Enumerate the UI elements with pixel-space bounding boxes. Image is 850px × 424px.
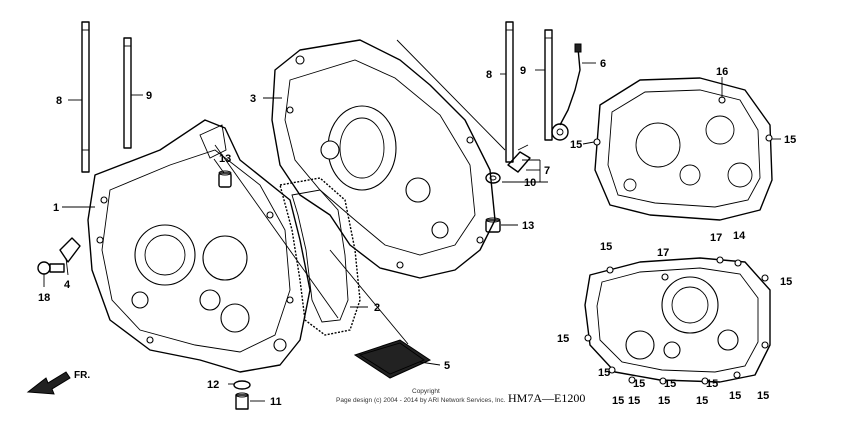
- callout-17-a: 17: [657, 247, 669, 259]
- cover-gasket-16[interactable]: [593, 77, 773, 221]
- callout-15: 15: [658, 395, 670, 407]
- callout-10: 10: [524, 177, 536, 189]
- callout-13-left: 13: [219, 153, 231, 165]
- callout-15: 15: [600, 241, 612, 253]
- stud-bolt-left-8[interactable]: [81, 21, 90, 173]
- callout-9-left: 9: [146, 90, 152, 102]
- left-crankcase[interactable]: [87, 119, 311, 373]
- callout-8-right: 8: [486, 69, 492, 81]
- callout-4: 4: [64, 279, 71, 291]
- callout-11: 11: [270, 396, 282, 408]
- callout-8-left: 8: [56, 95, 62, 107]
- crankcase-gasket-2[interactable]: [279, 177, 361, 336]
- callout-15: 15: [612, 395, 624, 407]
- stud-bolt-right-8[interactable]: [505, 21, 514, 163]
- callout-12: 12: [207, 379, 219, 391]
- callout-15: 15: [570, 139, 582, 151]
- washer-12[interactable]: [233, 380, 251, 390]
- callout-13-right: 13: [522, 220, 534, 232]
- callout-16: 16: [716, 66, 728, 78]
- leader-lines: [43, 39, 781, 402]
- sensor-switch-6[interactable]: [551, 43, 582, 141]
- front-direction-arrow: FR.: [26, 370, 90, 395]
- stud-bolt-right-9[interactable]: [544, 29, 553, 141]
- flange-bolt-18[interactable]: [37, 261, 65, 275]
- dowel-pin-13-left[interactable]: [218, 170, 232, 188]
- callout-15: 15: [729, 390, 741, 402]
- copyright-block: Copyright Page design (c) 2004 - 2014 by…: [336, 388, 585, 405]
- oil-screen-filter-5[interactable]: [353, 339, 432, 379]
- clamp-4[interactable]: [59, 237, 81, 263]
- callout-7: 7: [544, 165, 550, 177]
- callout-9-right: 9: [520, 65, 526, 77]
- callout-15: 15: [628, 395, 640, 407]
- callout-15: 15: [696, 395, 708, 407]
- callout-15: 15: [598, 367, 610, 379]
- washer-10[interactable]: [485, 172, 501, 184]
- callout-15: 15: [664, 378, 676, 390]
- callout-6: 6: [600, 58, 606, 70]
- callout-15: 15: [784, 134, 796, 146]
- right-crankcase-cover[interactable]: [584, 256, 771, 385]
- copyright-title: Copyright: [412, 388, 440, 395]
- direction-label: FR.: [74, 370, 90, 381]
- callout-18: 18: [38, 292, 50, 304]
- callout-17-b: 17: [710, 232, 722, 244]
- callout-2: 2: [374, 302, 380, 314]
- drain-bolt-11[interactable]: [235, 392, 249, 410]
- callout-labels: 8 9 3 1 13 4 18 2 5 12 11 8 9 6 7 10 13 …: [38, 58, 796, 408]
- sensor-7[interactable]: [507, 144, 531, 173]
- callout-15: 15: [757, 390, 769, 402]
- callout-14: 14: [733, 230, 746, 242]
- callout-3: 3: [250, 93, 256, 105]
- stud-bolt-left-9[interactable]: [123, 37, 132, 149]
- callout-1: 1: [53, 202, 59, 214]
- callout-15: 15: [780, 276, 792, 288]
- dowel-pin-13-right[interactable]: [485, 217, 501, 233]
- copyright-text: Page design (c) 2004 - 2014 by ARI Netwo…: [336, 397, 506, 404]
- right-crankcase[interactable]: [271, 39, 496, 279]
- callout-15: 15: [706, 378, 718, 390]
- callout-15: 15: [633, 378, 645, 390]
- callout-5: 5: [444, 360, 450, 372]
- callout-15: 15: [557, 333, 569, 345]
- diagram-code: HM7A—E1200: [508, 391, 585, 405]
